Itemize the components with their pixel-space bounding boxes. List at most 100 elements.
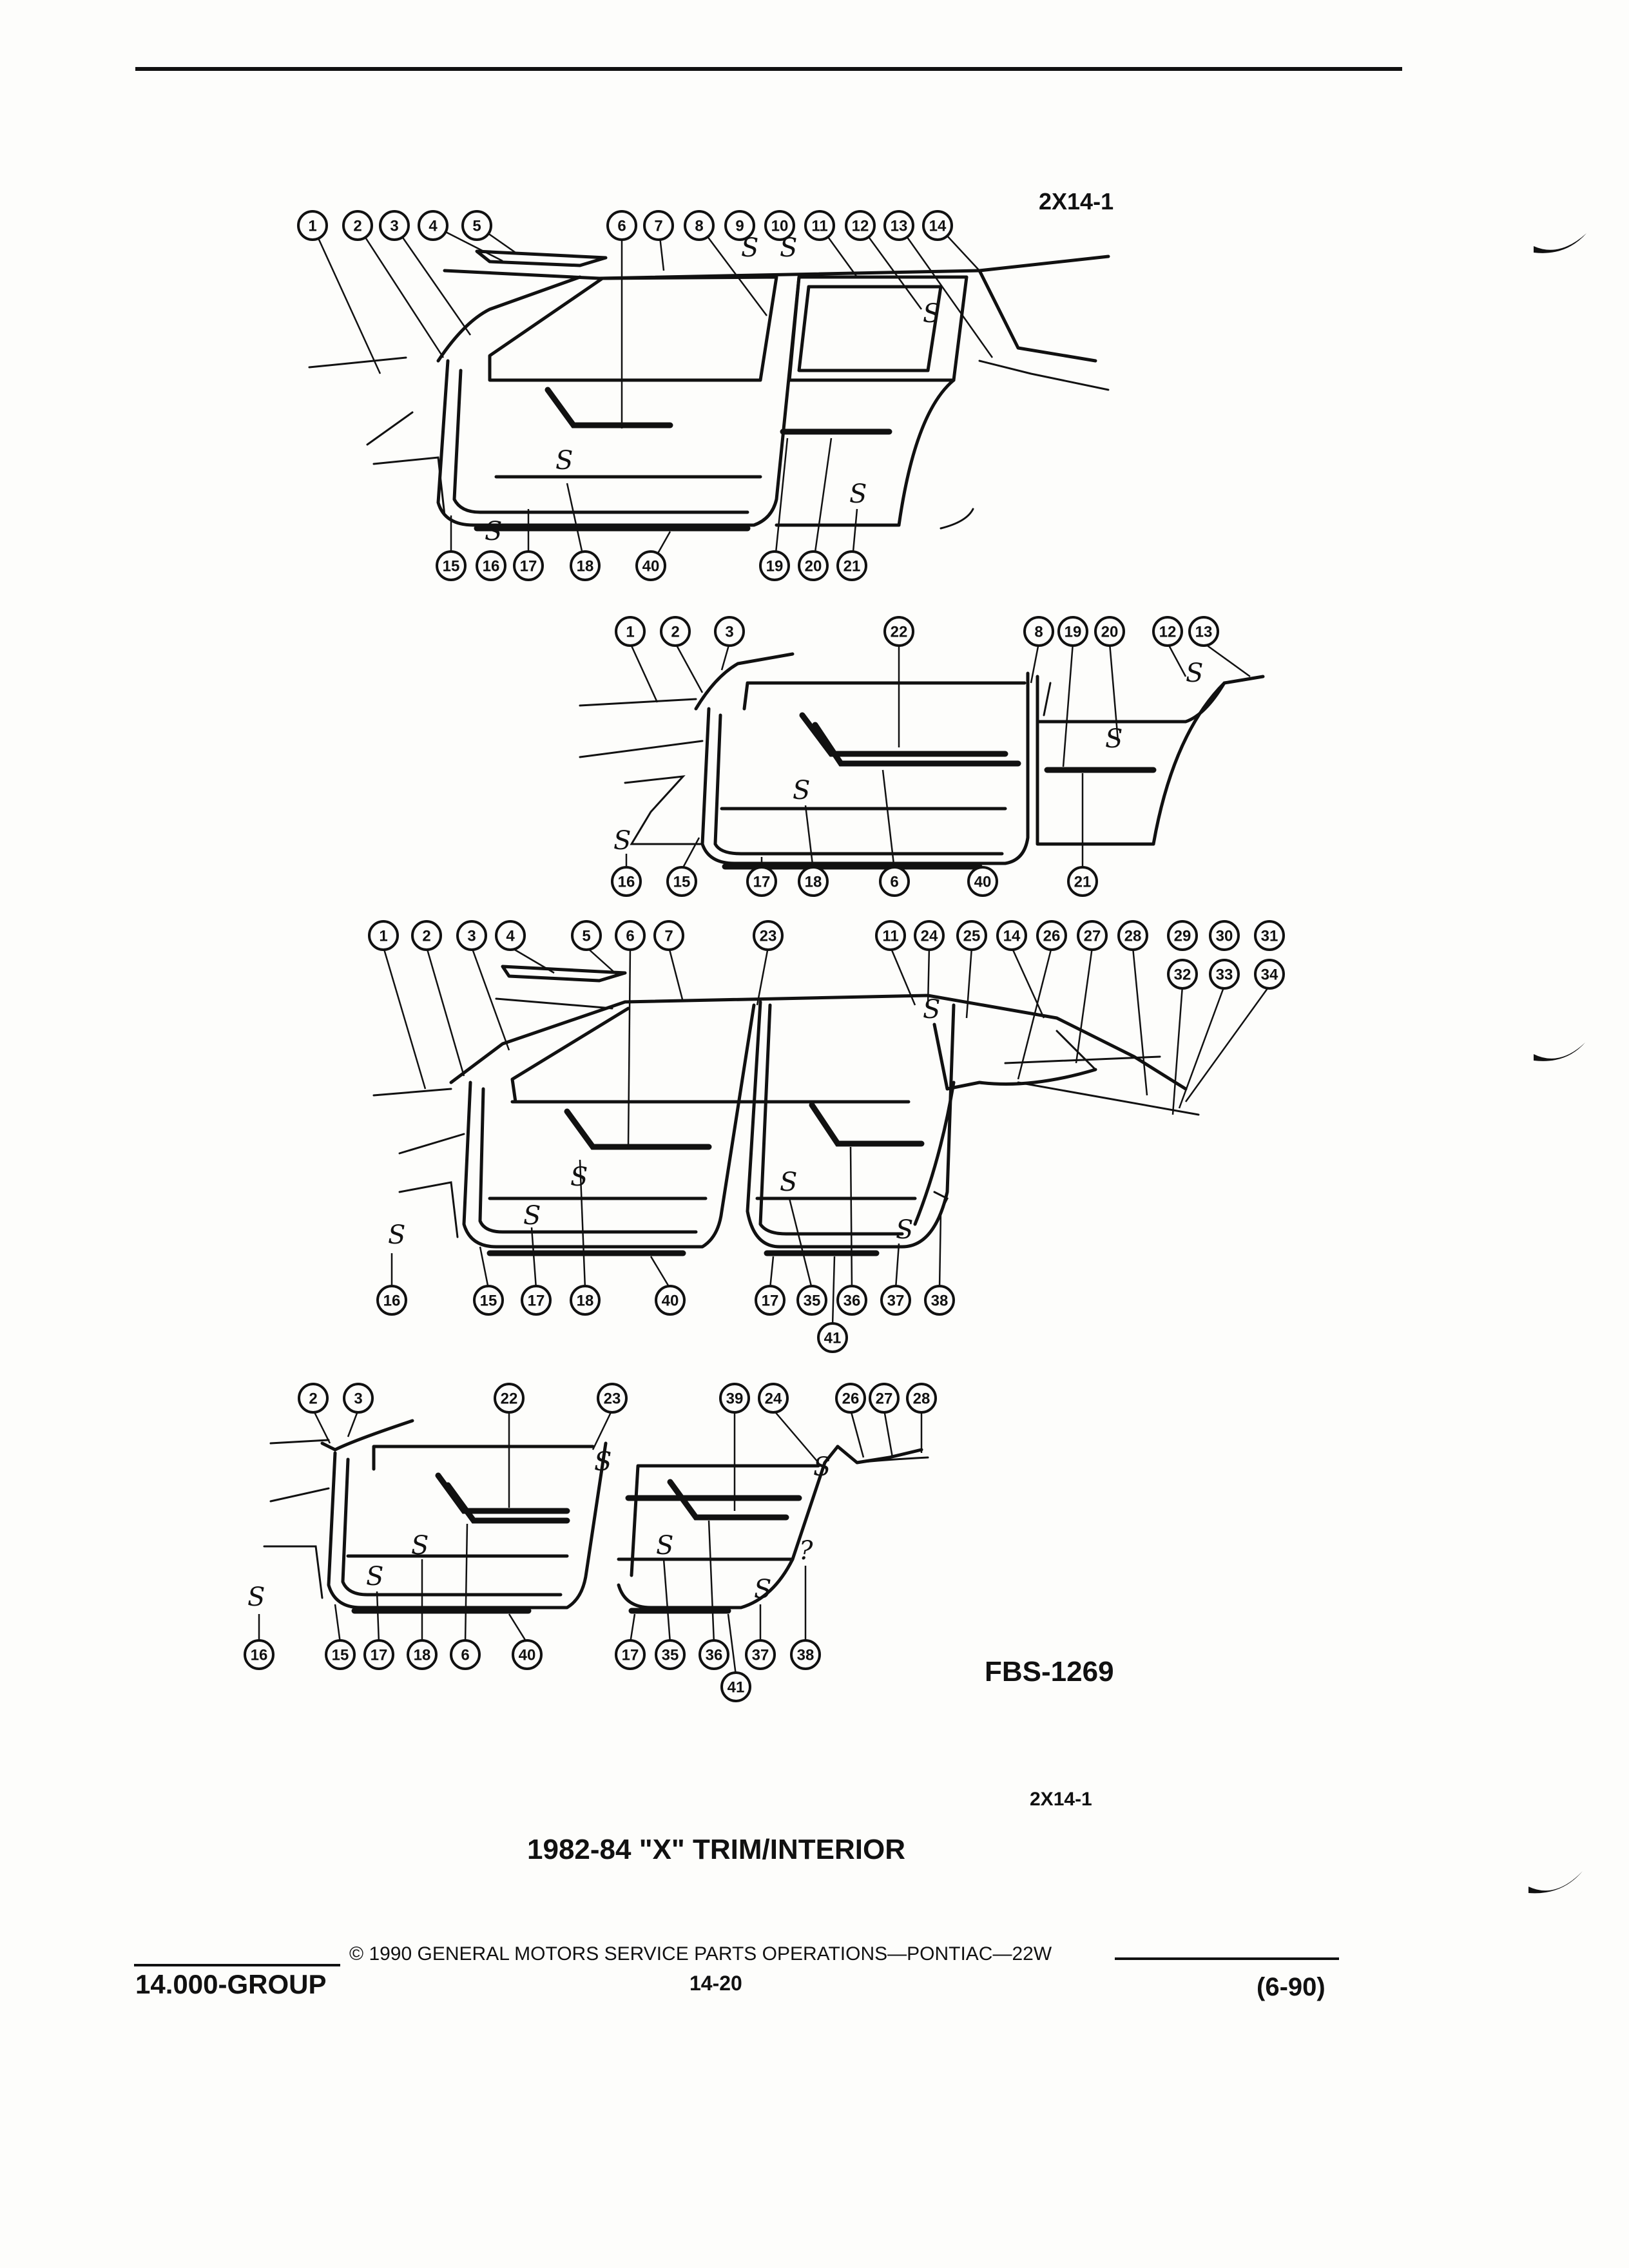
callout-circle (407, 1639, 438, 1670)
view-3-callout-32: 32 (1167, 959, 1198, 990)
callout-number: 21 (1074, 874, 1092, 891)
callout-circle (956, 920, 987, 951)
view-1-callout-13: 13 (883, 210, 914, 241)
view-4-callout-37: 37 (745, 1639, 776, 1670)
view-1-clip-12: S (923, 299, 940, 329)
view-3-callout-25: 25 (956, 920, 987, 951)
view-1-callout-17: 17 (513, 550, 544, 581)
view-1-callout-19: 19 (759, 550, 790, 581)
callout-number: 17 (622, 1647, 639, 1664)
view-3-callout-30: 30 (1209, 920, 1240, 951)
callout-circle (922, 210, 953, 241)
callout-number: 15 (443, 558, 460, 575)
callout-circle (379, 210, 410, 241)
callout-circle (720, 1671, 751, 1702)
callout-number: 3 (725, 624, 733, 641)
view-2-clip-12: S (1186, 658, 1203, 688)
callout-number: 3 (354, 1390, 362, 1408)
callout-circle (635, 550, 666, 581)
callout-number: 14 (1003, 928, 1021, 945)
view-4-callout-3: 3 (343, 1383, 374, 1414)
callout-circle (836, 1285, 867, 1316)
callout-circle (571, 920, 602, 951)
callout-number: 26 (842, 1390, 860, 1408)
callout-circle (615, 920, 646, 951)
view-4-clip-35: S (656, 1531, 673, 1561)
view-2-callout-1: 1 (615, 616, 646, 647)
callout-number: 29 (1174, 928, 1191, 945)
callout-number: 2 (671, 624, 679, 641)
view-1-callout-21: 21 (836, 550, 867, 581)
view-1-callout-10: 10 (764, 210, 795, 241)
callout-circle (643, 210, 674, 241)
view-4-callout-28: 28 (906, 1383, 937, 1414)
callout-circle (297, 210, 328, 241)
view-3-callout-36: 36 (836, 1285, 867, 1316)
callout-number: 31 (1261, 928, 1278, 945)
callout-number: 36 (843, 1293, 861, 1310)
view-2-callout-40: 40 (967, 866, 998, 897)
view-4-callout-41: 41 (720, 1671, 751, 1702)
callout-circle (1067, 866, 1098, 897)
callout-number: 23 (760, 928, 777, 945)
callout-circle (1254, 959, 1285, 990)
view-2-callout-13: 13 (1188, 616, 1219, 647)
callout-number: 18 (577, 558, 594, 575)
view-1-callout-11: 11 (804, 210, 835, 241)
view-4-callout-2: 2 (298, 1383, 329, 1414)
callout-number: 35 (662, 1647, 679, 1664)
view-3-callout-40: 40 (655, 1285, 686, 1316)
callout-circle (924, 1285, 955, 1316)
callout-circle (1167, 959, 1198, 990)
view-4-clip-37: S (754, 1575, 771, 1604)
callout-number: 20 (805, 558, 822, 575)
view-3-callout-24: 24 (914, 920, 945, 951)
view-3-callout-41: 41 (817, 1322, 848, 1353)
view-1-callout-3: 3 (379, 210, 410, 241)
callout-number: 1 (626, 624, 634, 641)
callout-circle (883, 616, 914, 647)
callout-number: 7 (664, 928, 673, 945)
callout-number: 7 (654, 218, 662, 235)
view-1-callout-5: 5 (461, 210, 492, 241)
callout-number: 35 (804, 1293, 821, 1310)
callout-number: 2 (422, 928, 430, 945)
view-4-callout-23: 23 (597, 1383, 628, 1414)
view-2-callout-17: 17 (746, 866, 777, 897)
view-3-callout-11: 11 (875, 920, 906, 951)
callout-circle (363, 1639, 394, 1670)
view-1-callout-14: 14 (922, 210, 953, 241)
view-3-callout-4: 4 (495, 920, 526, 951)
callout-number: 40 (662, 1293, 679, 1310)
callout-number: 8 (695, 218, 703, 235)
callout-circle (298, 1383, 329, 1414)
view-1-callout-40: 40 (635, 550, 666, 581)
callout-number: 18 (414, 1647, 431, 1664)
view-3-callout-35: 35 (796, 1285, 827, 1316)
view-2-drawing: S S S S (579, 642, 1265, 870)
callout-circle (699, 1639, 729, 1670)
callout-circle (325, 1639, 356, 1670)
view-4-callout-39: 39 (719, 1383, 750, 1414)
view-3-callout-2: 2 (411, 920, 442, 951)
view-1-callout-8: 8 (684, 210, 715, 241)
view-3-callout-34: 34 (1254, 959, 1285, 990)
callout-circle (746, 866, 777, 897)
callout-number: 17 (520, 558, 537, 575)
callout-circle (845, 210, 876, 241)
callout-circle (512, 1639, 543, 1670)
callout-number: 17 (528, 1293, 545, 1310)
callout-number: 18 (805, 874, 822, 891)
view-4-callout-26: 26 (835, 1383, 866, 1414)
view-2-callout-21: 21 (1067, 866, 1098, 897)
callout-circle (753, 920, 784, 951)
callout-circle (798, 866, 829, 897)
callout-number: 21 (843, 558, 861, 575)
view-3-clip-18: S (570, 1162, 588, 1192)
callout-circle (473, 1285, 504, 1316)
callout-number: 33 (1216, 966, 1233, 984)
footer-group: 14.000-GROUP (135, 1969, 327, 1999)
view-4-callout-24: 24 (758, 1383, 789, 1414)
callout-number: 24 (765, 1390, 782, 1408)
